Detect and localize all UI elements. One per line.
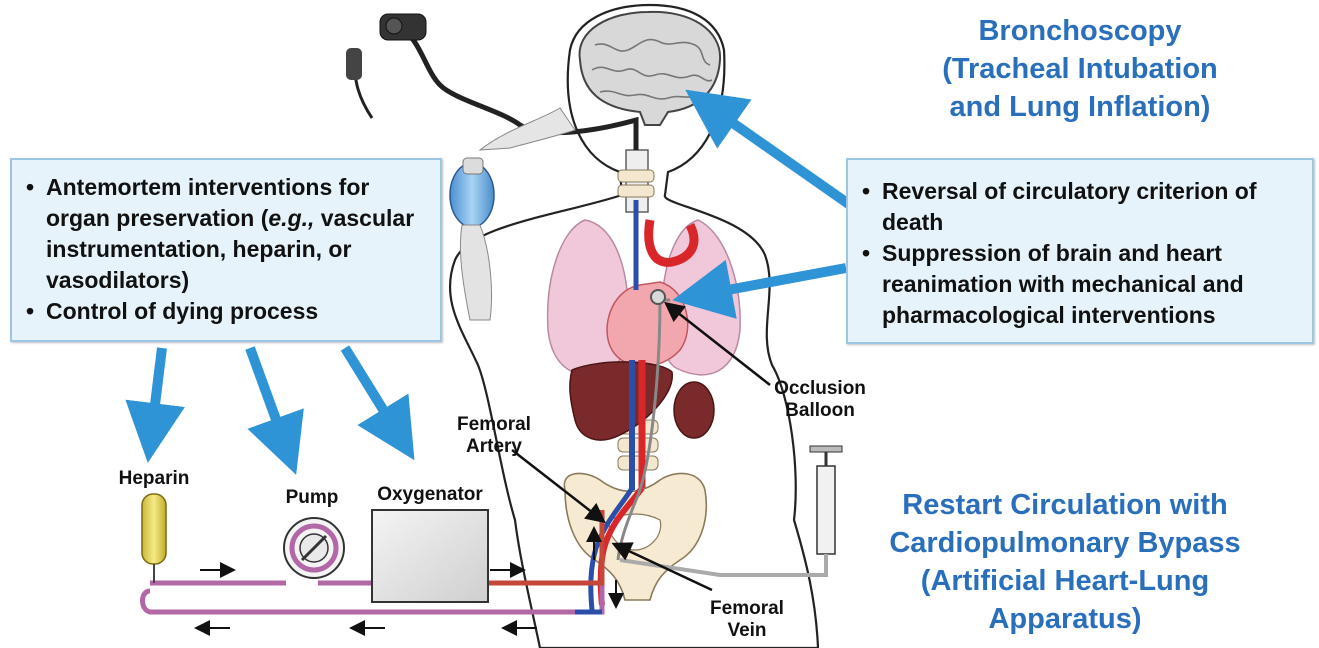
occlusion-balloon-marker	[651, 290, 665, 304]
bronchoscopy-title-line: Bronchoscopy	[860, 12, 1300, 50]
femoral-artery-label-line: Artery	[444, 436, 544, 458]
femoral-vein-label: Femoral Vein	[702, 598, 792, 642]
femoral-vein-label-line: Femoral	[702, 598, 792, 620]
pump-label: Pump	[272, 487, 352, 509]
circulatory-reversal-box: Reversal of circulatory criterion of dea…	[846, 158, 1314, 344]
oxygenator-icon	[372, 510, 488, 602]
bronchoscopy-title-line: (Tracheal Intubation	[860, 50, 1300, 88]
antemortem-interventions-box: Antemortem interventions for organ prese…	[10, 158, 442, 342]
bronchoscopy-title: Bronchoscopy (Tracheal Intubation and Lu…	[860, 12, 1300, 126]
bronchoscopy-title-line: and Lung Inflation)	[860, 88, 1300, 126]
heparin-bag-icon	[142, 494, 166, 583]
restart-title-line: Apparatus)	[835, 600, 1295, 638]
oxygenator-label: Oxygenator	[362, 484, 498, 506]
restart-title-line: Restart Circulation with	[835, 486, 1295, 524]
bullet-item: Suppression of brain and heart reanimati…	[858, 238, 1304, 331]
bullet-text-emphasis: e.g.,	[268, 205, 314, 231]
pump-icon	[284, 518, 344, 578]
occlusion-balloon-label-line: Occlusion	[760, 378, 880, 400]
occlusion-balloon-label: Occlusion Balloon	[760, 378, 880, 422]
bullet-item: Antemortem interventions for organ prese…	[22, 172, 428, 296]
occlusion-balloon-label-line: Balloon	[760, 400, 880, 422]
bullet-item: Reversal of circulatory criterion of dea…	[858, 176, 1304, 238]
restart-circulation-title: Restart Circulation with Cardiopulmonary…	[835, 486, 1295, 638]
bullet-text: Control of dying process	[46, 298, 318, 324]
restart-title-line: (Artificial Heart-Lung	[835, 562, 1295, 600]
femoral-vein-label-line: Vein	[702, 620, 792, 642]
heparin-label: Heparin	[104, 468, 204, 490]
femoral-artery-label: Femoral Artery	[444, 414, 544, 458]
restart-title-line: Cardiopulmonary Bypass	[835, 524, 1295, 562]
femoral-artery-label-line: Femoral	[444, 414, 544, 436]
bullet-item: Control of dying process	[22, 296, 428, 327]
